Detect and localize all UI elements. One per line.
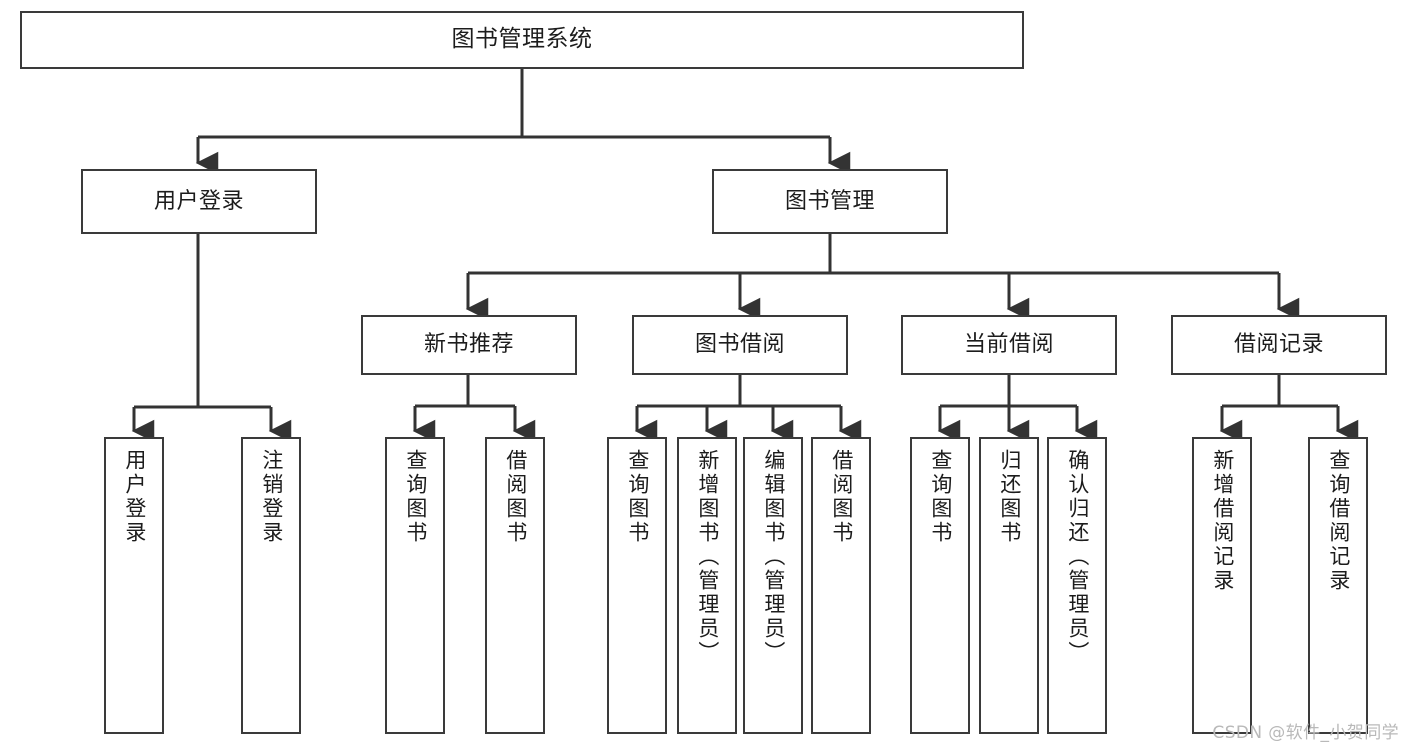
leaf-user-login-signin[interactable]: 用户登录 bbox=[104, 437, 164, 734]
leaf-borrow-query-book[interactable]: 查询图书 bbox=[607, 437, 667, 734]
node-label: 确认归还（管理员） bbox=[1065, 449, 1090, 665]
node-label: 新书推荐 bbox=[423, 332, 514, 358]
leaf-current-confirm-return-admin[interactable]: 确认归还（管理员） bbox=[1047, 437, 1107, 734]
leaf-recommend-borrow-book[interactable]: 借阅图书 bbox=[485, 437, 545, 734]
node-label: 图书管理 bbox=[784, 188, 875, 214]
node-label: 借阅图书 bbox=[503, 449, 528, 545]
node-label: 新增图书（管理员） bbox=[695, 449, 720, 665]
node-book-borrow[interactable]: 图书借阅 bbox=[632, 315, 848, 375]
watermark-text: CSDN @软件_小贺同学 bbox=[1212, 723, 1399, 743]
node-new-book-recommend[interactable]: 新书推荐 bbox=[361, 315, 577, 375]
leaf-borrow-borrow-book[interactable]: 借阅图书 bbox=[811, 437, 871, 734]
node-label: 编辑图书（管理员） bbox=[761, 449, 786, 665]
node-root-system[interactable]: 图书管理系统 bbox=[20, 11, 1024, 69]
node-label: 查询图书 bbox=[403, 449, 428, 545]
node-book-management[interactable]: 图书管理 bbox=[712, 169, 948, 234]
node-borrow-record[interactable]: 借阅记录 bbox=[1171, 315, 1387, 375]
leaf-record-add-record[interactable]: 新增借阅记录 bbox=[1192, 437, 1252, 734]
node-label: 注销登录 bbox=[259, 449, 284, 545]
node-label: 查询图书 bbox=[928, 449, 953, 545]
leaf-recommend-query-book[interactable]: 查询图书 bbox=[385, 437, 445, 734]
leaf-borrow-add-book-admin[interactable]: 新增图书（管理员） bbox=[677, 437, 737, 734]
node-label: 图书管理系统 bbox=[451, 26, 593, 53]
leaf-user-login-signout[interactable]: 注销登录 bbox=[241, 437, 301, 734]
node-label: 用户登录 bbox=[122, 449, 147, 545]
node-label: 用户登录 bbox=[153, 188, 244, 214]
leaf-borrow-edit-book-admin[interactable]: 编辑图书（管理员） bbox=[743, 437, 803, 734]
node-user-login[interactable]: 用户登录 bbox=[81, 169, 317, 234]
node-label: 当前借阅 bbox=[963, 332, 1054, 358]
node-label: 借阅图书 bbox=[829, 449, 854, 545]
node-label: 借阅记录 bbox=[1233, 332, 1324, 358]
leaf-current-query-book[interactable]: 查询图书 bbox=[910, 437, 970, 734]
leaf-record-query-record[interactable]: 查询借阅记录 bbox=[1308, 437, 1368, 734]
node-label: 归还图书 bbox=[997, 449, 1022, 545]
node-label: 查询图书 bbox=[625, 449, 650, 545]
leaf-current-return-book[interactable]: 归还图书 bbox=[979, 437, 1039, 734]
node-current-borrow[interactable]: 当前借阅 bbox=[901, 315, 1117, 375]
node-label: 新增借阅记录 bbox=[1210, 449, 1235, 593]
node-label: 图书借阅 bbox=[694, 332, 785, 358]
node-label: 查询借阅记录 bbox=[1326, 449, 1351, 593]
